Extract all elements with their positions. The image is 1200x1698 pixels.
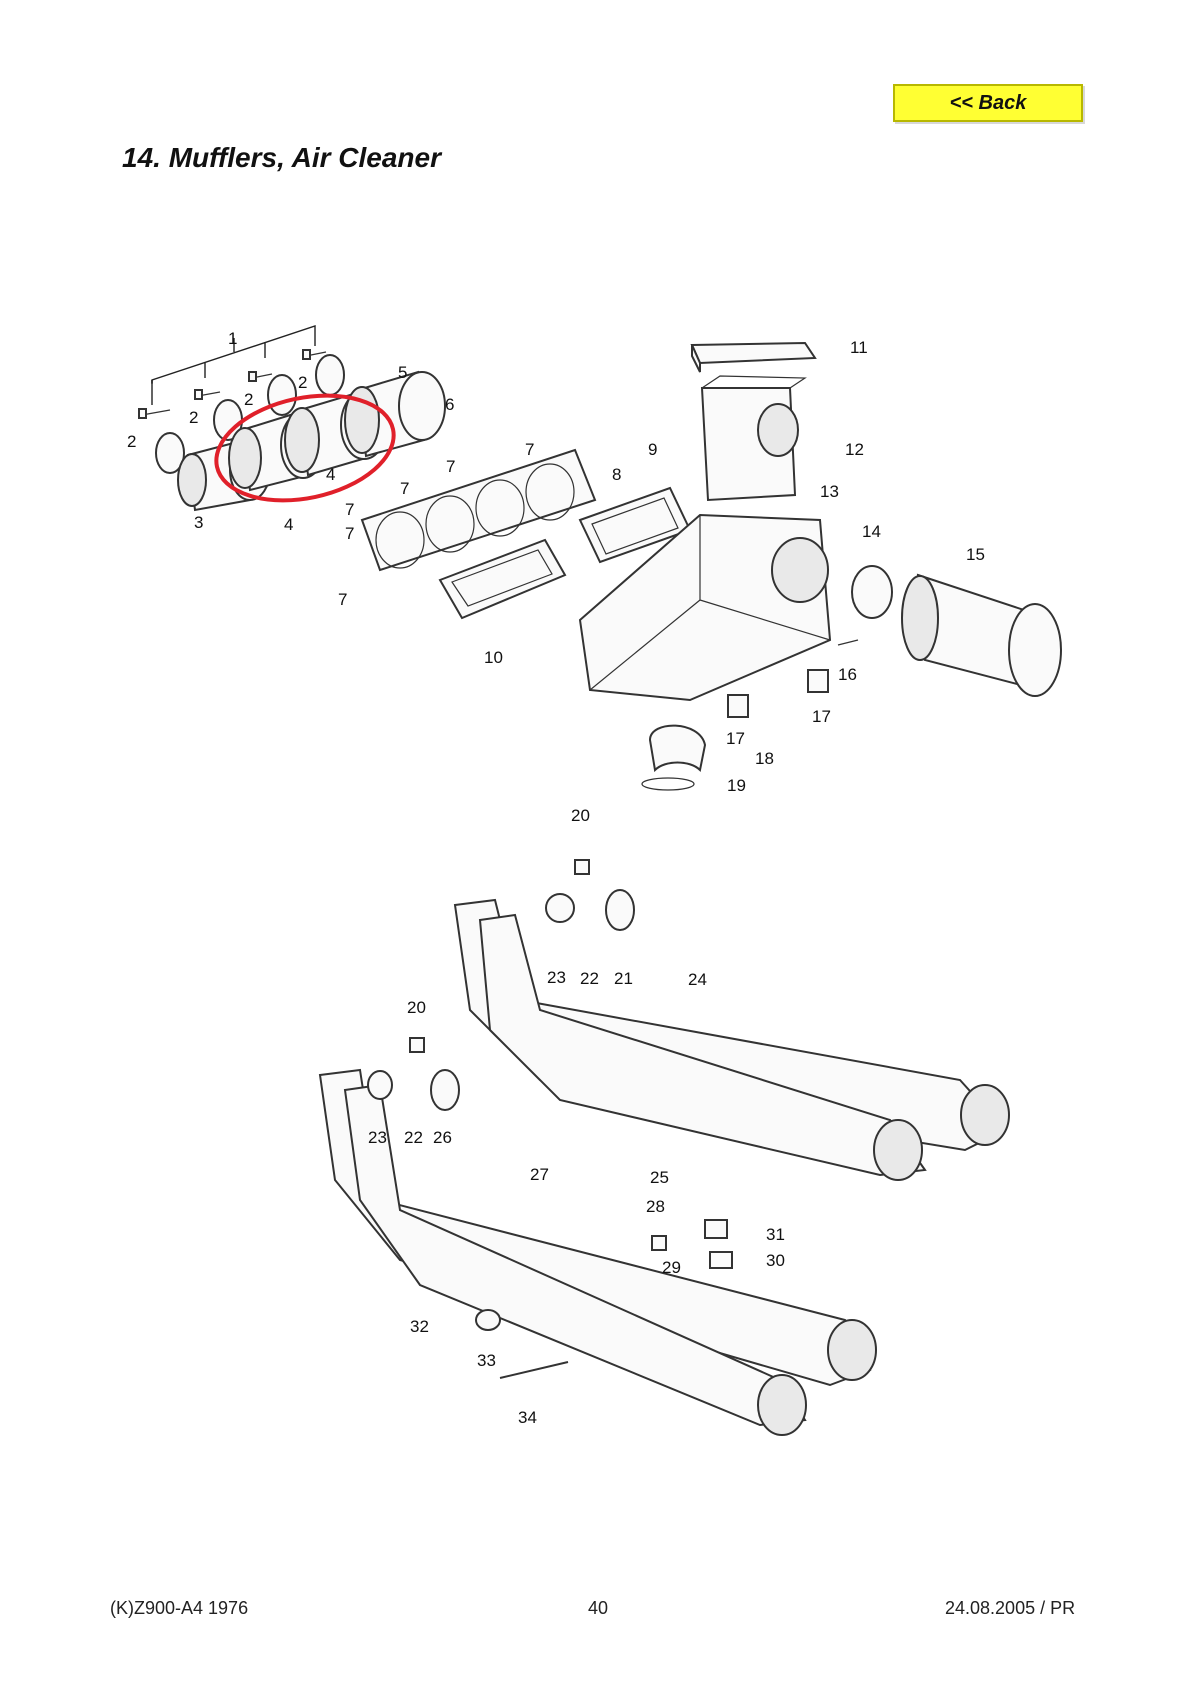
callout-22b: 22 <box>404 1128 423 1147</box>
cap-11 <box>690 341 817 373</box>
callout-31: 31 <box>766 1225 785 1244</box>
callout-1: 1 <box>228 329 237 348</box>
callout-28: 28 <box>646 1197 665 1216</box>
callout-14: 14 <box>862 522 881 541</box>
callout-21: 21 <box>614 969 633 988</box>
callout-17a: 17 <box>726 729 745 748</box>
callout-3: 3 <box>194 513 203 532</box>
callout-29: 29 <box>662 1258 681 1277</box>
callout-16: 16 <box>838 665 857 684</box>
callout-26: 26 <box>433 1128 452 1147</box>
callout-20b: 20 <box>407 998 426 1017</box>
callout-23b: 23 <box>368 1128 387 1147</box>
callout-12: 12 <box>845 440 864 459</box>
intake-boot-15 <box>901 573 1062 697</box>
callout-2b: 2 <box>189 408 198 427</box>
callout-6: 6 <box>445 395 454 414</box>
footer-page-number: 40 <box>588 1598 609 1618</box>
muffler-left-27-32 <box>318 1068 877 1436</box>
clamp-parts <box>155 354 345 474</box>
footer-date: 24.08.2005 / PR <box>945 1598 1076 1618</box>
callout-4a: 4 <box>284 515 293 534</box>
callout-8: 8 <box>612 465 621 484</box>
callout-30: 30 <box>766 1251 785 1270</box>
highlight-circle <box>214 393 396 503</box>
small-fittings <box>367 859 733 1379</box>
back-button[interactable]: << Back <box>893 84 1083 122</box>
cap-17a <box>727 694 749 718</box>
clamp-14 <box>851 565 893 619</box>
callout-13: 13 <box>820 482 839 501</box>
callout-7a: 7 <box>525 440 534 459</box>
callout-27: 27 <box>530 1165 549 1184</box>
callout-9: 9 <box>648 440 657 459</box>
manifold-plate-8 <box>360 448 597 572</box>
callout-7b: 7 <box>446 457 455 476</box>
drain-pipe-18 <box>648 724 707 773</box>
callout-22a: 22 <box>580 969 599 988</box>
callout-7d: 7 <box>345 500 354 519</box>
callout-18: 18 <box>755 749 774 768</box>
clip-19 <box>641 777 695 791</box>
callout-labels: 1 2 2 2 2 3 4 4 5 6 7 7 7 7 7 7 8 9 10 1… <box>127 329 985 1427</box>
callout-33: 33 <box>477 1351 496 1370</box>
callout-5: 5 <box>398 363 407 382</box>
callout-20a: 20 <box>571 806 590 825</box>
callout-11: 11 <box>850 338 868 357</box>
callout-2d: 2 <box>298 373 307 392</box>
callout-23a: 23 <box>547 968 566 987</box>
muffler-right-24-25 <box>453 898 1010 1181</box>
callout-19: 19 <box>727 776 746 795</box>
carb-holder-5 <box>344 370 446 458</box>
callout-25: 25 <box>650 1168 669 1187</box>
callout-7f: 7 <box>338 590 347 609</box>
callout-32: 32 <box>410 1317 429 1336</box>
callout-34: 34 <box>518 1408 537 1427</box>
page-title: 14. Mufflers, Air Cleaner <box>122 142 442 173</box>
callout-7e: 7 <box>345 524 354 543</box>
callout-24: 24 <box>688 970 707 989</box>
footer-model: (K)Z900-A4 1976 <box>110 1598 249 1618</box>
callout-2c: 2 <box>244 390 253 409</box>
callout-17b: 17 <box>812 707 831 726</box>
callout-2a: 2 <box>127 432 136 451</box>
cap-17b <box>807 669 829 693</box>
screw-icons <box>138 349 327 419</box>
gasket-10 <box>438 538 567 620</box>
screw-16 <box>837 639 859 646</box>
callout-15: 15 <box>966 545 985 564</box>
screw-bracket-1 <box>151 325 316 405</box>
air-cleaner-housing-13 <box>578 513 832 702</box>
air-filter-12 <box>700 375 807 502</box>
callout-10: 10 <box>484 648 503 667</box>
callout-7c: 7 <box>400 479 409 498</box>
callout-4b: 4 <box>326 465 335 484</box>
